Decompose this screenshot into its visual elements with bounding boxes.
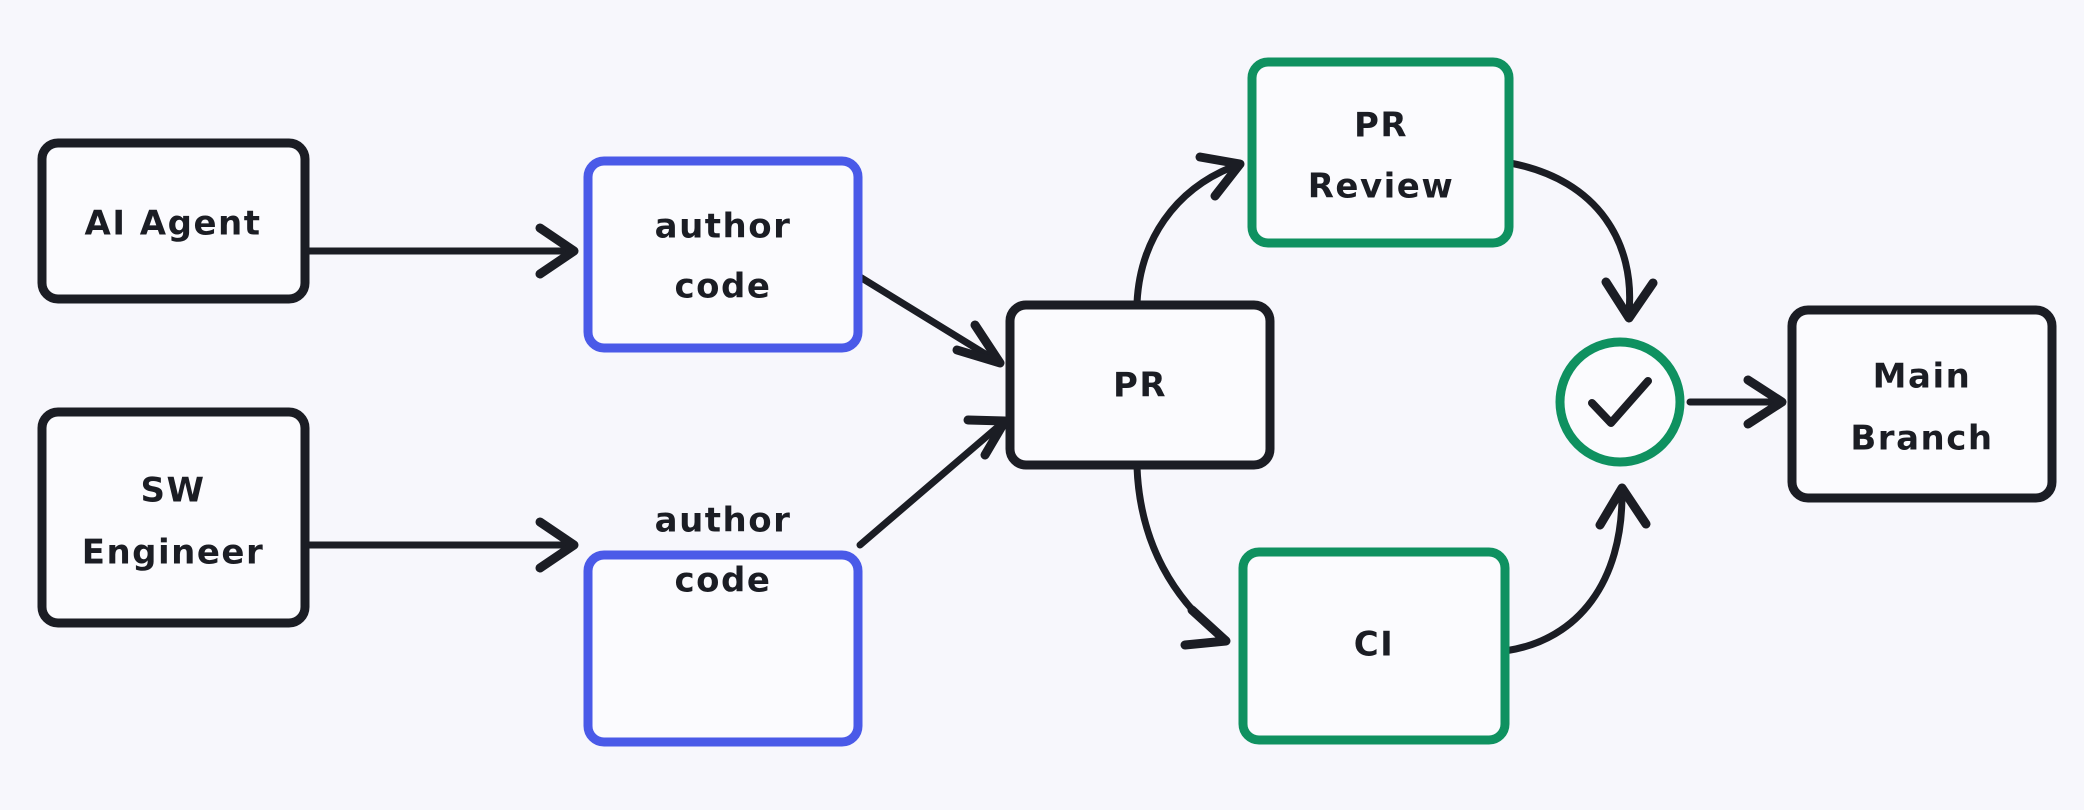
node-author-code-engineer-label-line2: code (675, 561, 772, 601)
edge-pr-to-ci (1133, 463, 1231, 650)
node-merge-check[interactable] (1555, 337, 1685, 467)
node-sw-engineer-label-line1: SW (141, 471, 206, 511)
node-author-code-engineer[interactable]: author code (583, 501, 863, 747)
node-main-branch[interactable]: Main Branch (1787, 305, 2057, 503)
edge-author-code-engineer-to-pr (856, 415, 1010, 549)
node-ci[interactable]: CI (1238, 547, 1510, 745)
edge-merge-check-to-main-branch (1686, 375, 1787, 429)
node-ci-label: CI (1354, 625, 1395, 665)
node-sw-engineer[interactable]: SW Engineer (37, 407, 310, 628)
edge-author-code-agent-to-pr (856, 273, 1005, 368)
node-sw-engineer-label-line2: Engineer (82, 533, 265, 573)
edge-sw-engineer-to-author-code (304, 517, 579, 573)
node-main-branch-label-line2: Branch (1850, 419, 1993, 459)
node-pr-label: PR (1113, 366, 1167, 406)
node-author-code-agent[interactable]: author code (583, 156, 863, 353)
node-author-code-agent-label-line2: code (675, 267, 772, 307)
edge-ci-to-merge-check (1501, 483, 1651, 655)
edge-ai-agent-to-author-code (304, 223, 579, 279)
node-ai-agent-label: AI Agent (85, 204, 262, 244)
node-author-code-agent-label-line1: author (655, 207, 792, 247)
node-pr[interactable]: PR (1005, 300, 1275, 470)
node-pr-review-label-line1: PR (1354, 106, 1408, 146)
node-main-branch-label-line1: Main (1873, 357, 1972, 397)
node-pr-review[interactable]: PR Review (1247, 57, 1514, 248)
node-ai-agent[interactable]: AI Agent (37, 138, 310, 304)
node-pr-review-label-line2: Review (1308, 167, 1455, 207)
edge-pr-to-pr-review (1133, 152, 1245, 307)
edge-pr-review-to-merge-check (1506, 159, 1658, 323)
node-author-code-engineer-label-line1: author (655, 501, 792, 541)
check-icon (1588, 377, 1652, 427)
